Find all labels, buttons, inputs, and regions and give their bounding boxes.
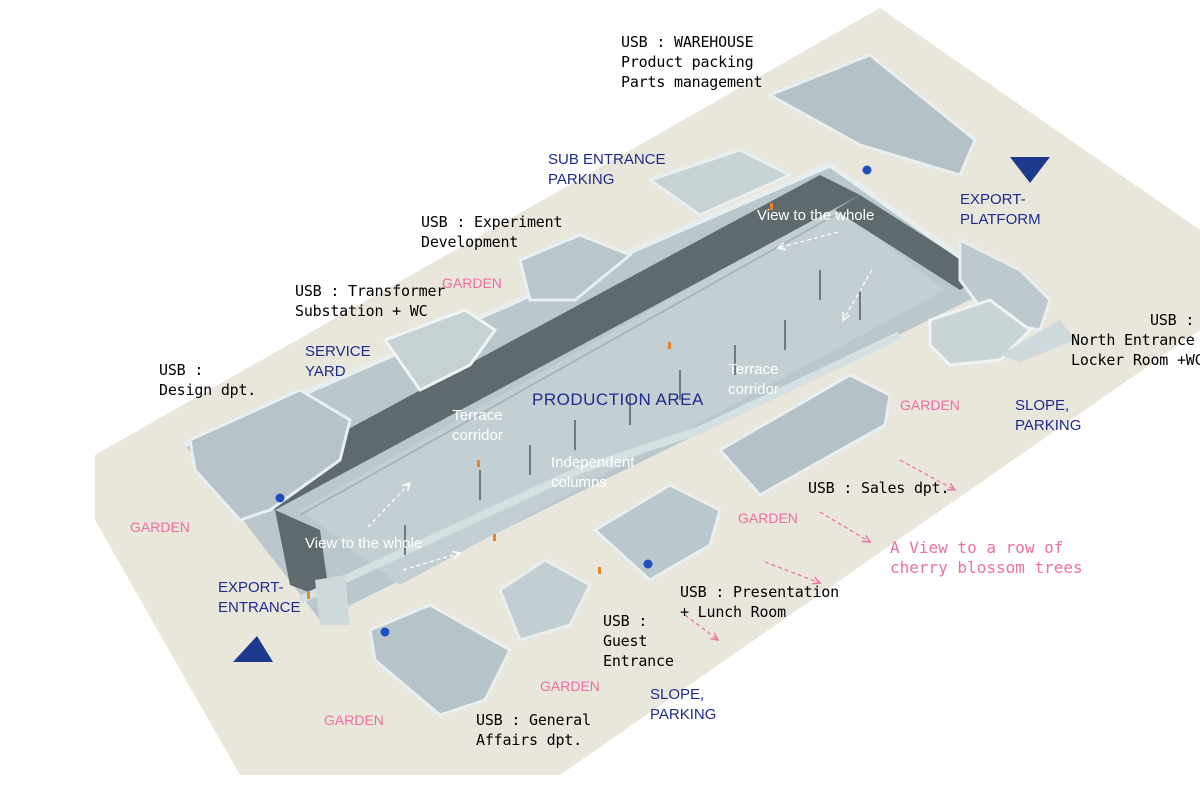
- label-service-yard: SERVICE YARD: [305, 343, 371, 380]
- label-cherry-blossom-view: A View to a row of cherry blossom trees: [890, 538, 1083, 577]
- general-affairs-block: [368, 603, 512, 717]
- label-sub-entrance-parking: SUB ENTRANCE PARKING: [548, 151, 666, 188]
- label-slope-parking-right: SLOPE, PARKING: [1015, 397, 1082, 434]
- label-transformer: USB : Transformer Substation + WC: [295, 282, 446, 320]
- export-entrance-arrow: [233, 636, 273, 662]
- label-slope-parking-bottom: SLOPE, PARKING: [650, 686, 717, 723]
- sales-block: [717, 373, 892, 497]
- west-corridor: [275, 510, 330, 600]
- entrance-markers: [275, 165, 872, 637]
- label-view-whole-top: View to the whole: [757, 207, 875, 224]
- label-production-area: PRODUCTION AREA: [532, 390, 704, 409]
- presentation-block: [592, 483, 722, 582]
- label-export-entrance: EXPORT- ENTRANCE: [218, 579, 301, 616]
- north-corridor: [235, 175, 860, 510]
- label-independent-columns: Independent columns: [551, 454, 635, 491]
- label-sales: USB : Sales dpt.: [808, 479, 950, 497]
- label-garden-right: GARDEN: [900, 397, 960, 413]
- transformer-block: [382, 308, 498, 392]
- guest-block: [498, 558, 592, 642]
- label-terrace-corridor-left: Terrace corridor: [452, 407, 503, 444]
- label-locker-room: Locker Room +WC: [1071, 351, 1200, 369]
- label-garden-mid: GARDEN: [738, 510, 798, 526]
- east-corridor: [835, 195, 985, 290]
- label-north-entrance-name: North Entrance: [1071, 331, 1195, 349]
- label-view-whole-bottom: View to the whole: [305, 535, 423, 552]
- label-guest-entrance: USB : Guest Entrance: [603, 612, 674, 670]
- warehouse-block: [766, 53, 977, 177]
- label-garden-bottom-left: GARDEN: [324, 712, 384, 728]
- label-north-entrance-usb: USB :: [1150, 311, 1195, 329]
- label-export-platform: EXPORT- PLATFORM: [960, 191, 1041, 228]
- label-terrace-corridor-right: Terrace corridor: [728, 361, 779, 398]
- label-presentation: USB : Presentation + Lunch Room: [680, 583, 839, 621]
- label-north-entrance: USB : North Entrance Locker Room +WC: [1071, 310, 1200, 390]
- label-garden-top: GARDEN: [442, 275, 502, 291]
- label-design: USB : Design dpt.: [159, 361, 257, 399]
- label-garden-bottom-mid: GARDEN: [540, 678, 600, 694]
- independent-columns: [404, 270, 861, 555]
- label-general-affairs: USB : General Affairs dpt.: [476, 711, 591, 749]
- inner-floor: [300, 205, 945, 585]
- design-block: [188, 388, 352, 522]
- export-platform-arrow: [1010, 157, 1050, 183]
- experiment-block: [518, 233, 633, 302]
- people-markers: [307, 203, 773, 599]
- label-experiment: USB : Experiment Development: [421, 213, 563, 251]
- label-garden-left: GARDEN: [130, 519, 190, 535]
- cherry-view-arrows: [684, 459, 955, 640]
- view-arrows: [367, 231, 873, 571]
- north-entrance-block: [928, 298, 1033, 367]
- label-warehouse: USB : WAREHOUSE Product packing Parts ma…: [621, 33, 763, 91]
